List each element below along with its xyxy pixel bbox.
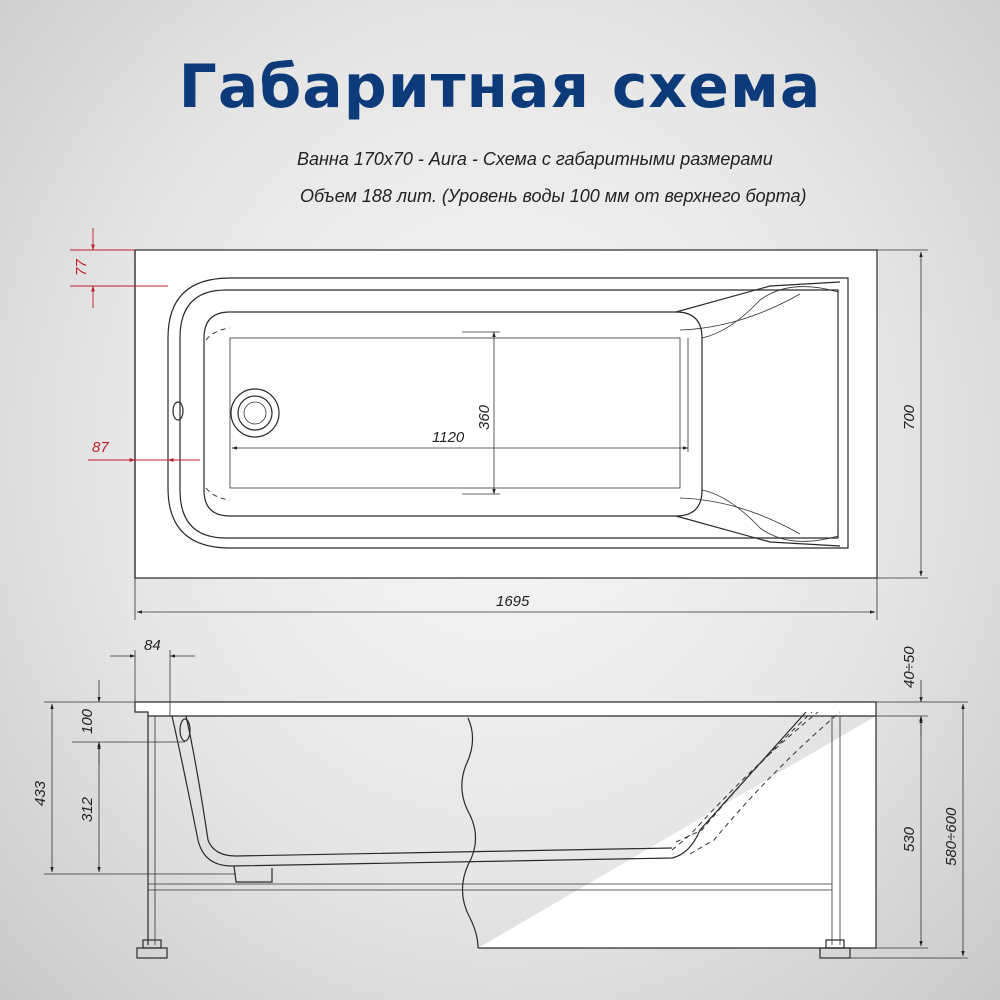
overflow-icon (172, 401, 184, 421)
subtitle-model: Ванна 170х70 - Aura - Схема с габаритным… (297, 149, 773, 169)
dim-inner-length: 1120 (432, 429, 465, 446)
page-title: Габаритная схема (178, 52, 822, 122)
dim-depth-total: 433 (32, 780, 49, 806)
dim-total-length: 1695 (496, 593, 530, 610)
top-view-bowl-outer (167, 277, 849, 549)
top-view-outer-rim (134, 249, 878, 579)
subtitle-volume: Объем 188 лит. (Уровень воды 100 мм от в… (300, 186, 807, 206)
dim-body-height: 530 (901, 826, 918, 852)
dim-rim-overhang: 84 (144, 637, 161, 654)
foot-left (136, 939, 168, 959)
side-view-apron (478, 716, 877, 949)
top-view-basin-floor (229, 337, 681, 489)
dim-side-offset: 87 (92, 439, 109, 456)
dim-depth-inner: 312 (79, 796, 96, 822)
drain-icon (230, 388, 280, 438)
top-view: 1120 360 700 1695 77 87 (70, 228, 928, 620)
dim-rim-thickness: 40÷50 (901, 646, 918, 688)
dim-overall-height: 580÷600 (943, 807, 960, 866)
top-view-bowl-rim (179, 289, 839, 539)
dim-inner-width: 360 (476, 404, 493, 430)
dim-rim-offset: 77 (73, 259, 90, 276)
side-view: 84 100 312 433 40÷50 530 580÷600 (32, 637, 968, 959)
dim-water-level: 100 (79, 708, 96, 734)
side-view-rim (134, 701, 877, 717)
foot-right (819, 939, 851, 959)
dim-total-width: 700 (901, 404, 918, 430)
